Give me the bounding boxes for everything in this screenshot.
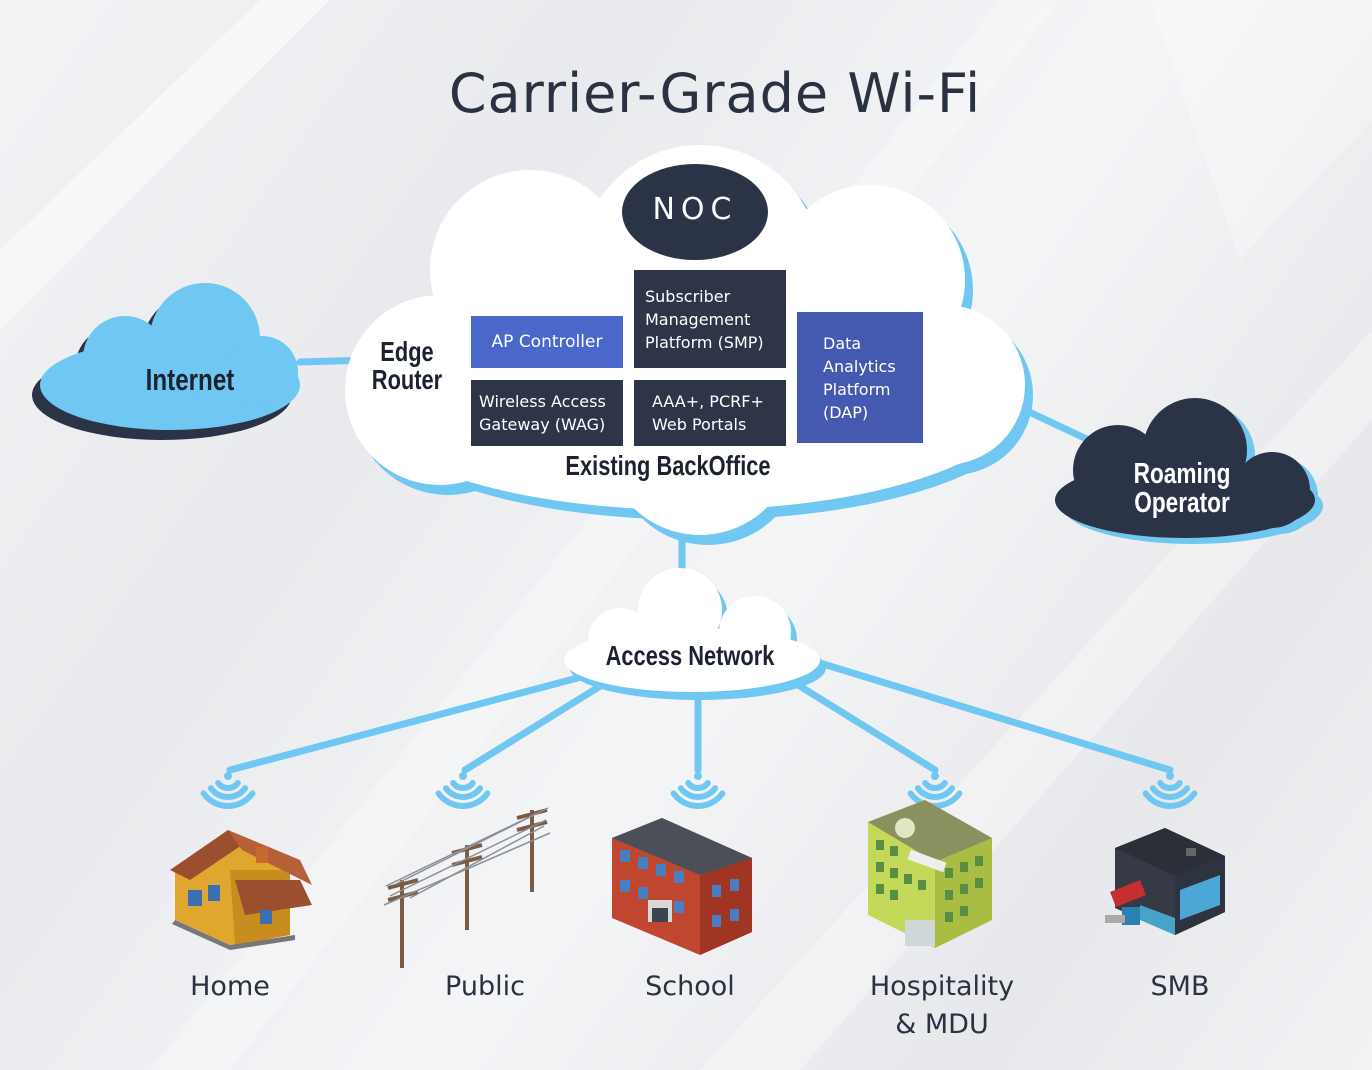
power-poles-icon	[383, 807, 551, 968]
dap-box: Data Analytics Platform (DAP)	[797, 312, 923, 443]
box-line: Wireless Access	[479, 392, 606, 411]
noc-oval	[622, 164, 768, 260]
wifi-icon-home	[200, 772, 256, 809]
noc-label: NOC	[652, 192, 738, 227]
roaming-operator-cloud	[1055, 398, 1323, 544]
connector-lines	[226, 356, 1174, 774]
box-line: Platform (SMP)	[645, 332, 764, 352]
diagram-title: Carrier-Grade Wi-Fi	[448, 62, 982, 125]
roaming-operator-label: Roaming Operator	[1120, 460, 1245, 518]
site-label-public: Public	[405, 968, 565, 1006]
site-label-smb: SMB	[1100, 968, 1260, 1006]
site-label-line: Home	[190, 971, 270, 1002]
box-line: Data	[823, 333, 862, 353]
site-label-home: Home	[150, 968, 310, 1006]
wifi-icon-smb	[1142, 772, 1198, 809]
hospital-building-icon	[868, 800, 992, 948]
aaa-box: AAA+, PCRF+ Web Portals	[634, 380, 786, 446]
box-line: Subscriber	[645, 286, 731, 306]
site-label-line: Hospitality	[869, 971, 1015, 1002]
wifi-icon-school	[670, 772, 726, 809]
roaming-line: Roaming	[1133, 458, 1231, 490]
existing-backoffice-label: Existing BackOffice	[565, 450, 771, 481]
edge-router-label: Edge Router	[364, 338, 450, 394]
internet-label: Internet	[145, 362, 235, 397]
home-link	[226, 668, 604, 774]
edge-router-line: Edge	[380, 336, 434, 367]
hospitality-link	[786, 676, 939, 774]
smp-box: Subscriber Management Platform (SMP)	[634, 270, 786, 368]
edge-router-line: Router	[371, 364, 443, 395]
box-line: (DAP)	[823, 402, 869, 422]
box-line: Analytics	[823, 356, 896, 376]
smb-building-icon	[1105, 828, 1225, 935]
access-network-label: Access Network	[605, 640, 775, 671]
smb-link	[806, 656, 1174, 774]
home-building-icon	[170, 830, 312, 950]
site-label-line: SMB	[1150, 971, 1210, 1002]
box-line: AAA+, PCRF+	[652, 392, 764, 411]
wifi-icon-hospitality	[907, 772, 963, 809]
wifi-signals	[200, 772, 1198, 809]
box-line: Web Portals	[652, 415, 747, 434]
box-line: Gateway (WAG)	[479, 415, 606, 434]
school-building-icon	[612, 818, 752, 955]
internet-cloud	[32, 283, 300, 440]
site-label-line: School	[645, 971, 735, 1002]
wifi-icon-public	[435, 772, 491, 809]
access-network-cloud	[564, 568, 826, 700]
site-label-school: School	[610, 968, 770, 1006]
box-line: Platform	[823, 379, 891, 399]
site-label-line: & MDU	[895, 1009, 989, 1040]
box-line: Management	[645, 309, 751, 329]
public-link	[461, 676, 614, 774]
roaming-line: Operator	[1134, 487, 1230, 519]
site-label-hospitality: Hospitality & MDU	[842, 968, 1042, 1044]
site-label-line: Public	[445, 971, 525, 1002]
ap-controller-box: AP Controller	[471, 316, 623, 368]
wag-box: Wireless Access Gateway (WAG)	[471, 380, 623, 446]
box-line: AP Controller	[491, 331, 603, 352]
